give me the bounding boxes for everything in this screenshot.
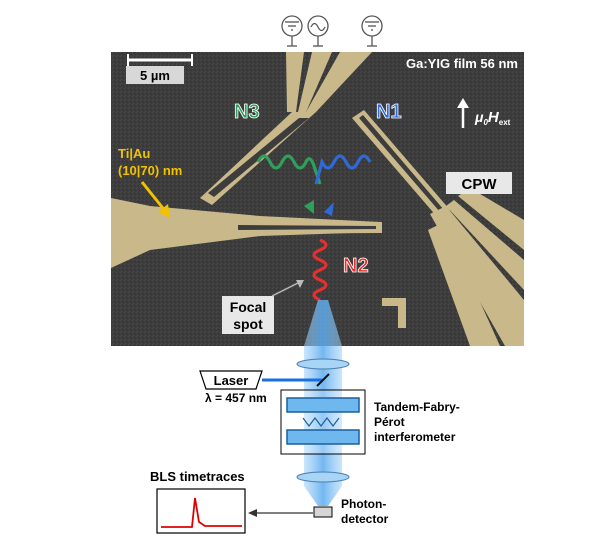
cpw-label: CPW	[462, 176, 498, 193]
tfp-interferometer: Tandem-Fabry- Pérot interferometer	[280, 389, 460, 455]
detector-label-line2: detector	[341, 512, 389, 526]
field-sub-ext: ext	[499, 118, 511, 127]
svg-text:μ0Hext: μ0Hext	[474, 109, 511, 127]
laser-source: Laser λ = 457 nm	[199, 370, 330, 405]
beam-splitter	[316, 373, 330, 387]
lead-top-mid	[298, 52, 332, 112]
field-sub0: 0	[483, 118, 488, 127]
spin-wave-n1	[314, 154, 372, 216]
electrode-label-line2: (10|70) nm	[118, 163, 182, 178]
bls-trace-line	[161, 497, 242, 528]
film-label: Ga:YIG film 56 nm	[406, 56, 518, 71]
focal-label-line2: spot	[233, 316, 263, 332]
bls-timetrace: BLS timetraces	[150, 469, 246, 534]
field-mu: μ	[474, 109, 484, 125]
lead-top-right	[306, 52, 372, 112]
detector-label-line1: Photon-	[341, 497, 386, 511]
marker-l	[382, 298, 406, 328]
focusing-lens	[296, 471, 350, 483]
label-n3: N3	[234, 101, 260, 123]
ac-source-icon	[307, 15, 329, 47]
wavelength-label: λ = 457 nm	[205, 391, 267, 405]
ground-icon	[361, 15, 383, 47]
ground-icon	[281, 15, 303, 47]
field-h: H	[488, 109, 500, 126]
cpw-signal	[446, 200, 524, 290]
sem-image: 5 µm Ga:YIG film 56 nm μ0Hext N3 N1 N2 T…	[111, 52, 524, 346]
photon-detector: Photon- detector	[248, 497, 389, 526]
spin-wave-n3	[256, 154, 322, 214]
label-n1: N1	[376, 101, 402, 123]
field-direction: μ0Hext	[457, 98, 511, 128]
focal-label-line1: Focal	[230, 299, 267, 315]
label-n2: N2	[343, 255, 369, 277]
scale-bar-label: 5 µm	[140, 68, 170, 83]
objective-lens	[296, 358, 350, 370]
tfp-label-line3: interferometer	[374, 430, 456, 444]
cpw-ground-1	[430, 206, 524, 346]
electrode-arrow	[140, 181, 168, 213]
laser-label: Laser	[214, 373, 249, 388]
electrode-label-line1: Ti|Au	[118, 146, 150, 161]
cpw-ground-2	[458, 188, 524, 250]
scale-bar: 5 µm	[126, 54, 193, 84]
bls-title: BLS timetraces	[150, 469, 245, 484]
lead-top-left	[286, 52, 304, 112]
tfp-label-line2: Pérot	[374, 415, 405, 429]
tfp-label-line1: Tandem-Fabry-	[374, 400, 460, 414]
spin-wave-n2	[312, 238, 328, 302]
